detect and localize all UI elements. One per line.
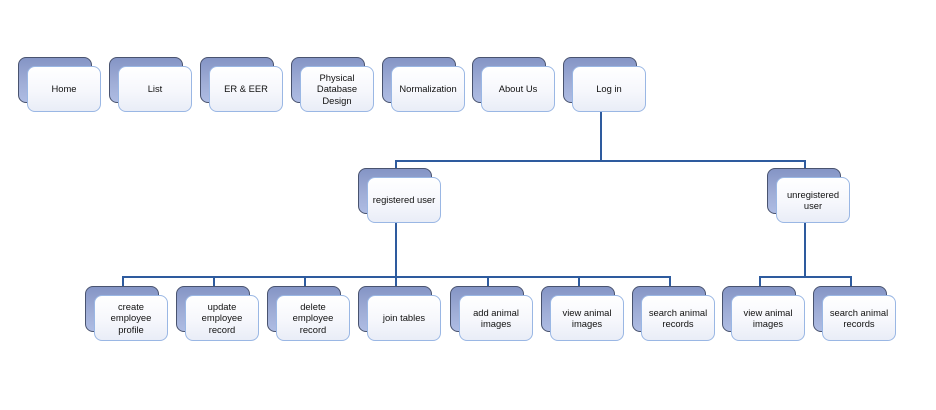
node-label-box: Normalization [391,66,465,112]
node-er-eer: ER & EER [200,57,283,112]
node-label-box: List [118,66,192,112]
node-label: Home [51,83,77,95]
node-label: view animal images [743,306,793,329]
node-add-animal-images: add animal images [450,286,533,341]
node-about-us: About Us [472,57,555,112]
node-label-box: Log in [572,66,646,112]
node-label-box: search animal records [641,295,715,341]
node-create-employee-profile: create employee profile [85,286,168,341]
node-normalization: Normalization [382,57,465,112]
node-label: Physical Database Design [316,72,358,106]
node-label: create employee profile [110,301,152,335]
node-view-animal-images: view animal images [541,286,624,341]
node-registered-user: registered user [358,168,441,223]
node-label: unregistered user [786,188,840,211]
node-label-box: registered user [367,177,441,223]
node-label: ER & EER [224,83,268,95]
node-label-box: update employee record [185,295,259,341]
node-view-animal-images-2: view animal images [722,286,805,341]
node-search-animal-records: search animal records [632,286,715,341]
node-label: List [147,83,163,95]
node-label-box: ER & EER [209,66,283,112]
node-label-box: About Us [481,66,555,112]
node-label-box: unregistered user [776,177,850,223]
node-physical-database-design: Physical Database Design [291,57,374,112]
node-label-box: delete employee record [276,295,350,341]
node-log-in: Log in [563,57,646,112]
node-join-tables: join tables [358,286,441,341]
node-label: delete employee record [292,301,334,335]
node-update-employee-record: update employee record [176,286,259,341]
node-label-box: Physical Database Design [300,66,374,112]
node-home: Home [18,57,101,112]
node-label: About Us [498,83,538,95]
node-label-box: search animal records [822,295,896,341]
node-label: view animal images [562,306,612,329]
node-label-box: join tables [367,295,441,341]
node-label: Normalization [399,83,457,95]
node-label: search animal records [829,306,889,329]
node-label: join tables [382,312,426,324]
node-label: search animal records [648,306,708,329]
node-label-box: Home [27,66,101,112]
node-label: Log in [596,83,622,95]
node-label: add animal images [473,306,519,329]
node-list: List [109,57,192,112]
node-label-box: create employee profile [94,295,168,341]
node-label: update employee record [201,301,243,335]
node-unregistered-user: unregistered user [767,168,850,223]
node-label: registered user [372,194,436,206]
node-label-box: view animal images [731,295,805,341]
node-label-box: view animal images [550,295,624,341]
node-label-box: add animal images [459,295,533,341]
node-search-animal-records-2: search animal records [813,286,896,341]
node-delete-employee-record: delete employee record [267,286,350,341]
